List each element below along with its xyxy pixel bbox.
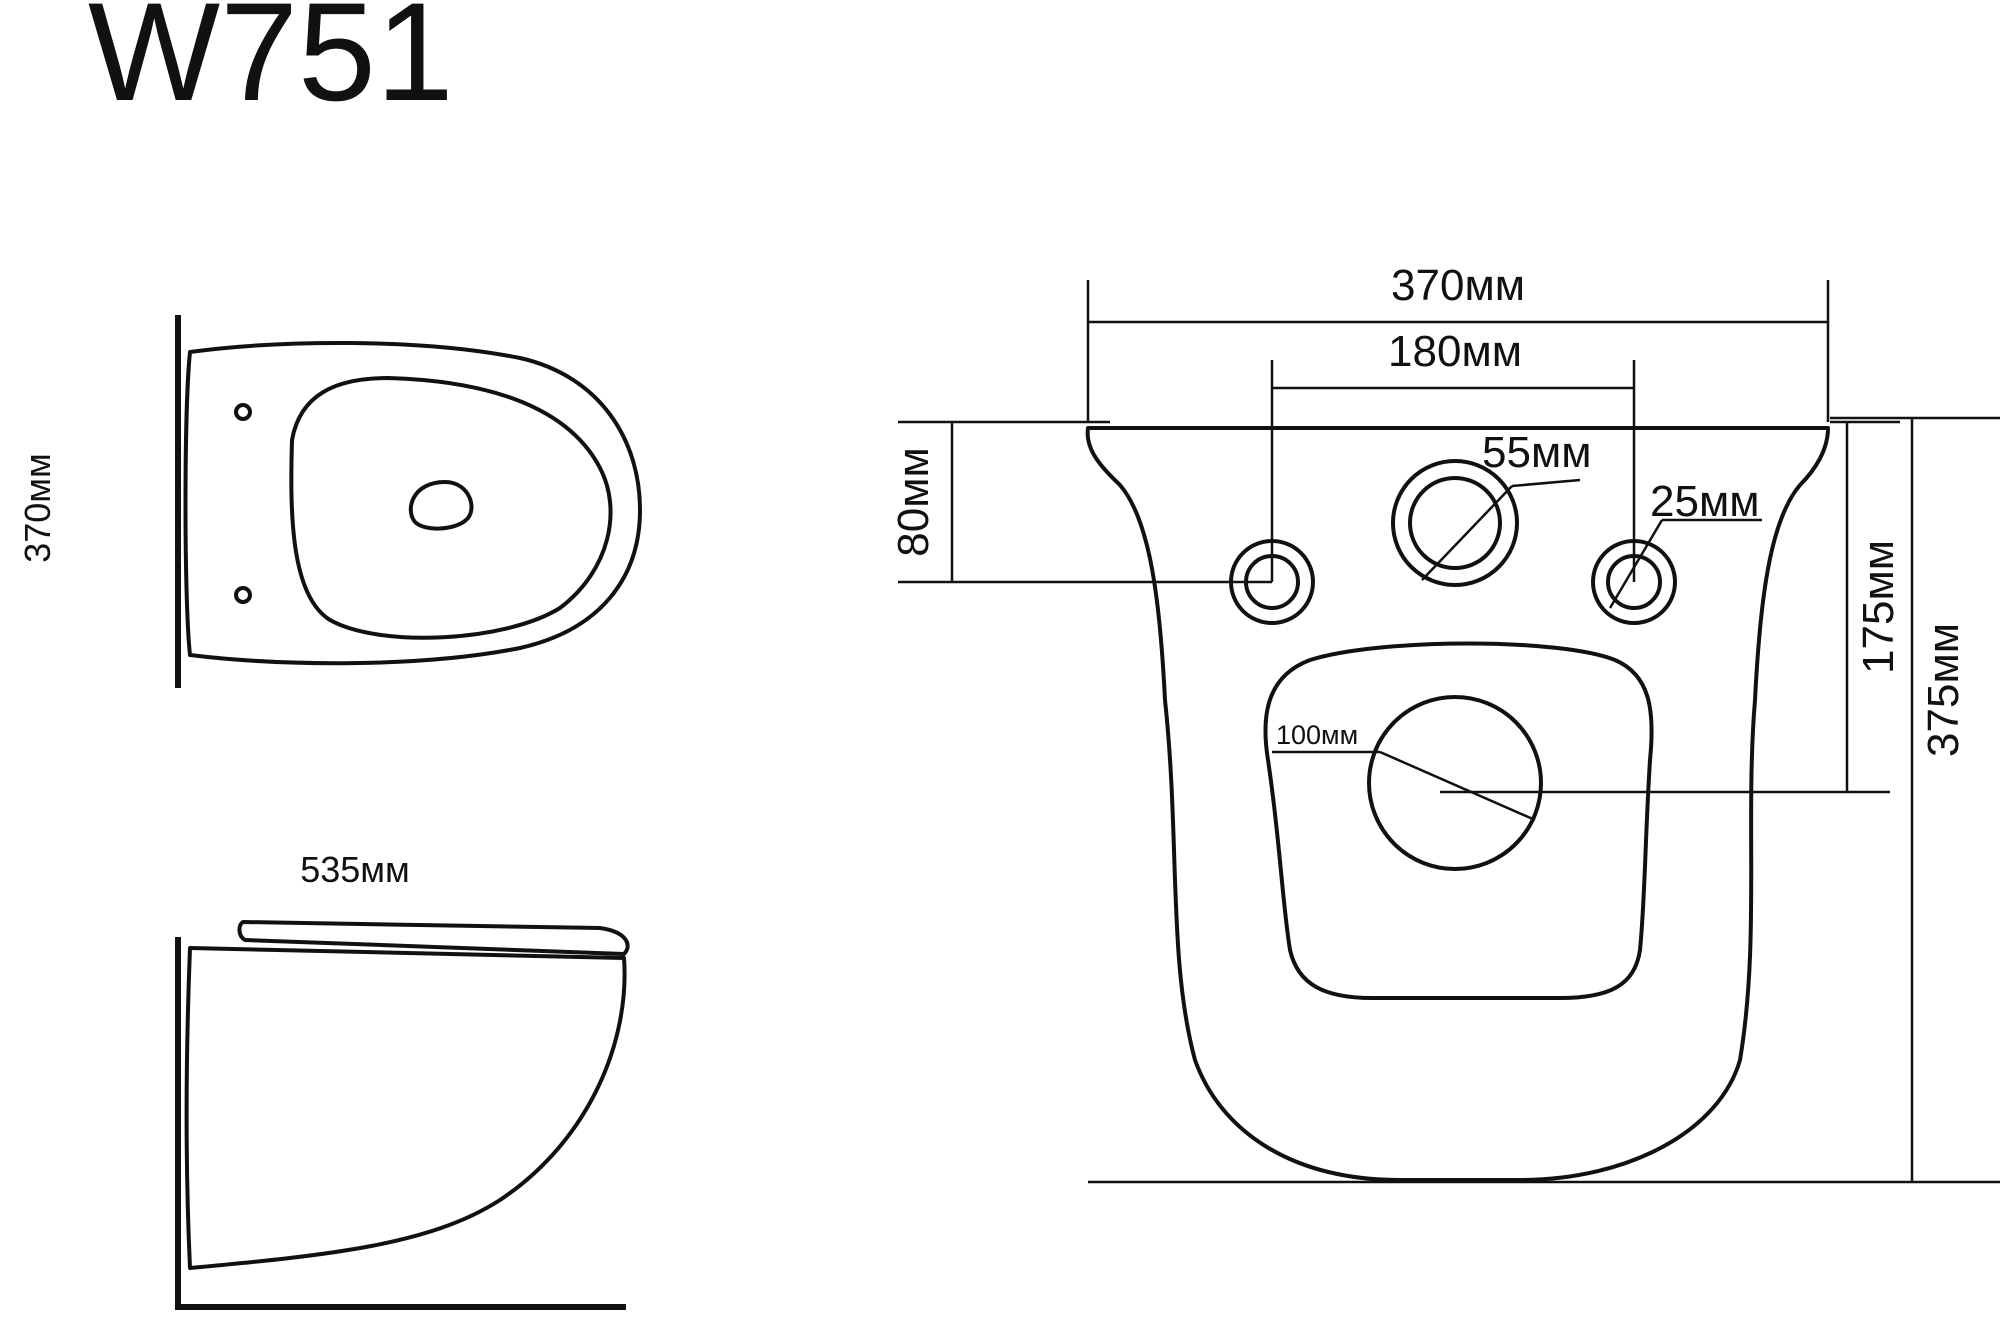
side-view-length-label: 535мм <box>300 849 410 890</box>
side-view-bowl-outline <box>184 946 627 1270</box>
model-title: W751 <box>88 0 454 130</box>
top-view-bowl-outline <box>183 340 642 666</box>
bolt-hole-diameter-label: 25мм <box>1650 477 1759 526</box>
outlet-pipe-circle <box>1367 695 1543 871</box>
bolt-height-label: 80мм <box>889 447 938 556</box>
outlet-height-label: 175мм <box>1854 540 1903 674</box>
top-view-hinge-hole <box>234 403 252 421</box>
inlet-diameter-label: 55мм <box>1482 428 1591 477</box>
top-view-hinge-hole <box>234 586 252 604</box>
top-view-drain <box>408 480 474 531</box>
top-view-width-label: 370мм <box>17 453 58 563</box>
overall-width-label: 370мм <box>1391 261 1525 310</box>
inlet-leader-line <box>1511 478 1581 488</box>
bolt-hole-leader-line <box>1608 519 1664 609</box>
side-view: 535мм <box>175 849 630 1310</box>
right-bolt-hole-outer <box>1591 539 1677 625</box>
outlet-diameter-label: 100мм <box>1276 720 1358 750</box>
left-bolt-hole-outer <box>1229 539 1315 625</box>
right-bolt-hole-inner <box>1606 554 1662 610</box>
total-height-label: 375мм <box>1919 623 1968 757</box>
back-view-body-outline <box>1085 426 1830 1182</box>
back-view-bowl-opening <box>1263 641 1654 1000</box>
top-view: 370мм <box>17 315 642 688</box>
outlet-leader-line <box>1379 750 1536 822</box>
side-view-seat-lid <box>237 920 630 956</box>
inlet-leader-line <box>1421 485 1513 581</box>
left-bolt-hole-inner <box>1244 554 1300 610</box>
back-view: 370мм 180мм 80мм 175мм 375мм 100мм <box>889 261 2000 1184</box>
top-view-seat-opening <box>289 376 613 640</box>
inlet-inner-ring <box>1408 476 1502 570</box>
inlet-outer-ring <box>1391 459 1519 587</box>
bolt-spacing-label: 180мм <box>1388 327 1522 376</box>
